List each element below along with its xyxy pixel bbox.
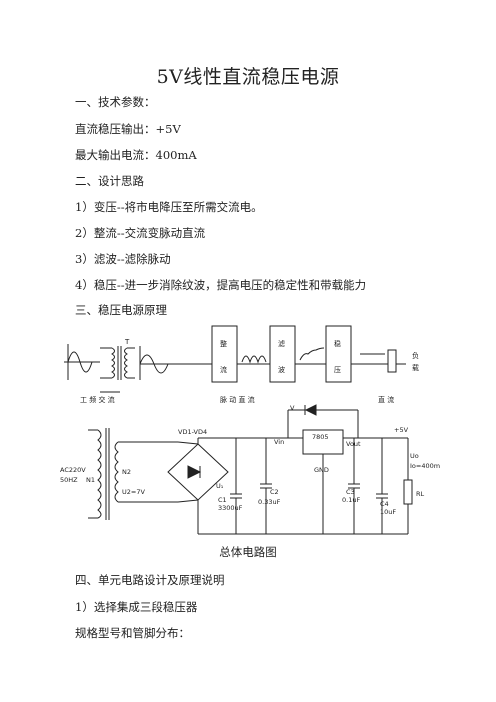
heading-design-idea: 二、设计思路 [75,174,144,188]
pulsating-waveform [241,355,267,364]
load-resistor [387,349,397,373]
heading-unit-circuit: 四、单元电路设计及原理说明 [75,573,225,587]
unit-step-1: 1）选择集成三段稳压器 [75,600,198,614]
protection-diode [304,404,317,416]
block-diagram: T 整 流 滤 波 稳 压 负 载 工 频 交 流 脉 动 直 流 直 流 [64,325,419,404]
vout-label: Vout [346,440,361,448]
circuit-schematic: AC220V 50HZ N1 N2 U2=7V VD1-VD4 U₁ C1 33… [60,404,440,535]
regulator-block [325,325,352,383]
rl-label: RL [416,490,425,498]
design-step-3: 3）滤波--滤除脉动 [75,252,171,266]
u2-label: U2=7V [122,488,145,496]
block2-bottom: 波 [278,365,285,374]
c2-name: C2 [270,488,279,496]
c3-value: 0.1uF [342,496,360,504]
load-top: 负 [412,351,419,360]
ac-input-label: AC220V [60,466,86,474]
primary-coil [97,429,102,519]
uo-label: Uo [410,452,419,460]
block1-top: 整 [220,339,227,348]
transformer-icon [111,347,115,379]
c4-name: C4 [380,500,389,508]
page-title: 5V线性直流稳压电源 [156,66,340,88]
param-output-voltage: 直流稳压输出：+5V [75,122,181,136]
block1-bottom: 流 [220,365,227,374]
u1-label: U₁ [216,482,224,490]
block2-top: 滤 [278,339,285,348]
load-resistor-rl [403,479,413,505]
filter-block [269,325,296,383]
io-label: Io=400mA [410,462,440,470]
ac-freq-label: 50HZ [60,476,78,484]
c1-value: 3300uF [218,504,243,512]
bridge-label: VD1-VD4 [178,428,207,436]
c1-name: C1 [218,496,227,504]
gnd-label: GND [314,466,329,474]
label-pulsating: 脉 动 直 流 [220,395,255,404]
rectifier-block [211,325,238,383]
vin-label: Vin [274,438,284,446]
c4-value: 10uF [380,508,396,516]
design-step-1: 1）变压--将市电降压至所需交流电。 [75,200,263,214]
figure-caption: 总体电路图 [219,545,277,559]
block3-top: 稳 [334,339,341,348]
design-step-4: 4）稳压--进一步消除纹波，提高电压的稳定性和带载能力 [75,278,367,292]
design-step-2: 2）整流--交流变脉动直流 [75,226,206,240]
heading-principle: 三、稳压电源原理 [75,303,167,317]
heading-tech-params: 一、技术参数： [75,95,156,109]
plus5v-label: +5V [394,426,409,434]
unit-step-2: 规格型号和管脚分布： [75,626,190,640]
transformer-label: T [124,338,130,346]
diode-label: V [290,404,295,412]
label-ac: 工 频 交 流 [80,395,115,404]
n1-label: N1 [86,476,95,484]
regulator-label: 7805 [312,433,329,441]
label-dc: 直 流 [378,395,394,404]
c3-name: C3 [346,488,355,496]
c2-value: 0.33uF [258,498,281,506]
secondary-coil [114,441,119,503]
load-bottom: 载 [412,363,419,372]
param-max-current: 最大输出电流：400mA [75,148,197,162]
block3-bottom: 压 [334,366,341,374]
n2-label: N2 [122,468,131,476]
